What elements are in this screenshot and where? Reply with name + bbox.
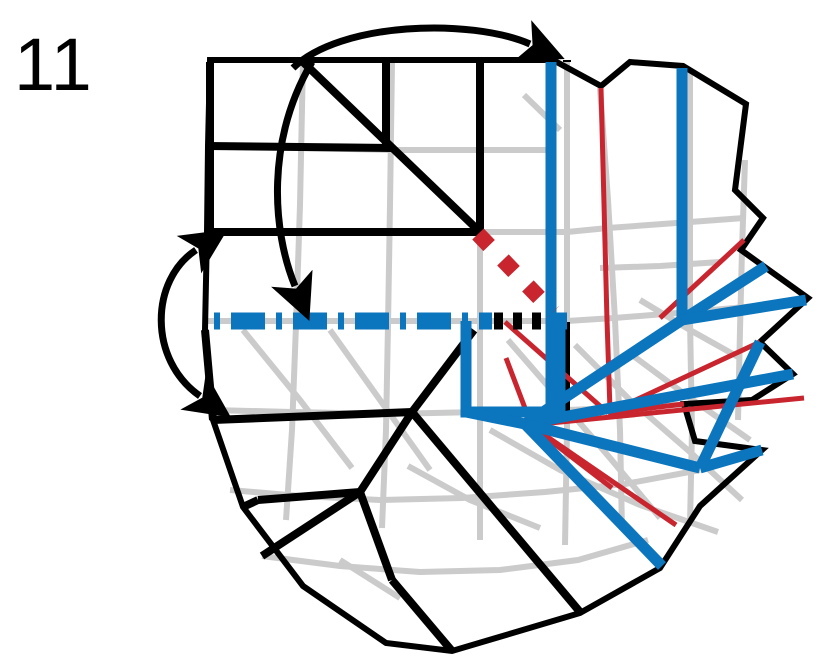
annotation-arrow-layer — [157, 20, 565, 418]
left-double-head-arrow — [157, 229, 232, 418]
downward-fold-arrow — [271, 60, 316, 321]
blue-crease-layer — [460, 62, 807, 570]
black-crease-layer — [201, 59, 584, 654]
red-diagonal-dash-guide — [472, 228, 559, 318]
red-crease-layer — [503, 87, 805, 528]
step-number-label: 11 — [14, 23, 93, 106]
paper-outline — [201, 57, 813, 655]
top-fold-over-arrow — [290, 20, 565, 71]
